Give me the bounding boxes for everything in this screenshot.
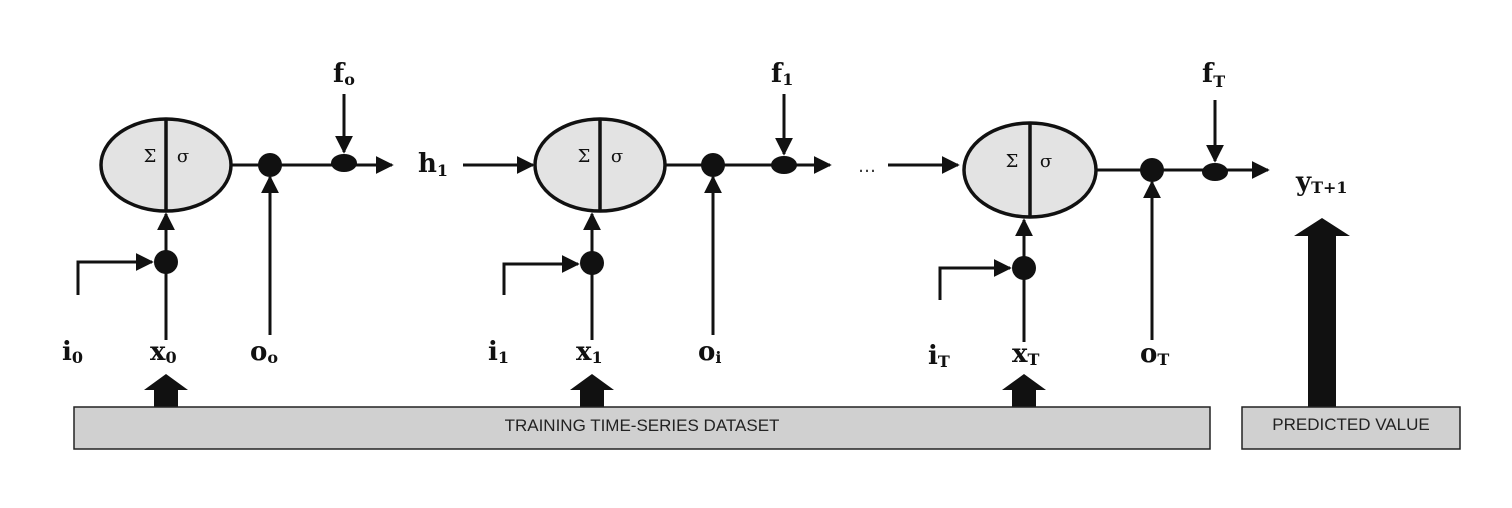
cell-T-sum-symbol: Σ [1006, 151, 1019, 172]
cell-1-activation-symbol: σ [611, 146, 623, 167]
cell-1: Σ σ f1 i1 x1 oi [488, 59, 832, 407]
cell-T-input-node [1012, 256, 1036, 280]
cell-1-x-label: x1 [576, 337, 603, 367]
cell-0-input-node [154, 250, 178, 274]
cell-0-output-node [258, 153, 282, 177]
cell-0-activation-symbol: σ [177, 146, 189, 167]
cell-1-output-node [701, 153, 725, 177]
cell-T-activation-symbol: σ [1040, 151, 1052, 172]
cell-0-forget-node [331, 154, 357, 172]
cell-T-data-arrow [1002, 374, 1046, 407]
cell-1-forget-label: f1 [771, 59, 793, 89]
training-dataset-box [73, 406, 1211, 450]
cell-0-data-arrow [144, 374, 188, 407]
cell-1-sum-symbol: Σ [578, 146, 591, 167]
prediction-arrow [1294, 218, 1350, 407]
cell-T-forget-node [1202, 163, 1228, 181]
cell-T: Σ σ fT iT xT oT [928, 59, 1270, 407]
cell-0: Σ σ fo i0 x0 oo [62, 59, 394, 407]
cell-0-forget-label: fo [333, 59, 355, 89]
cell-T-input-label: iT [928, 341, 950, 371]
cell-T-x-label: xT [1012, 339, 1040, 369]
cell-1-data-arrow [570, 374, 614, 407]
training-dataset-label: TRAINING TIME-SERIES DATASET [505, 416, 780, 435]
cell-1-output-label: oi [698, 337, 721, 367]
predicted-value-label: PREDICTED VALUE [1272, 415, 1429, 434]
cell-1-input-node [580, 251, 604, 275]
hidden-state-label: h1 [418, 149, 448, 180]
cell-0-output-label: oo [250, 337, 278, 367]
cell-0-sum-symbol: Σ [144, 146, 157, 167]
cell-T-output-label: oT [1140, 339, 1169, 369]
cell-0-x-label: x0 [150, 337, 177, 367]
ellipsis: … [858, 156, 876, 177]
prediction-label: yT+1 [1295, 167, 1348, 197]
predicted-value-box [1241, 406, 1461, 450]
cell-T-forget-label: fT [1202, 59, 1225, 91]
cell-T-output-node [1140, 158, 1164, 182]
cell-1-forget-node [771, 156, 797, 174]
cell-0-input-label: i0 [62, 337, 83, 367]
cell-1-input-label: i1 [488, 337, 509, 367]
